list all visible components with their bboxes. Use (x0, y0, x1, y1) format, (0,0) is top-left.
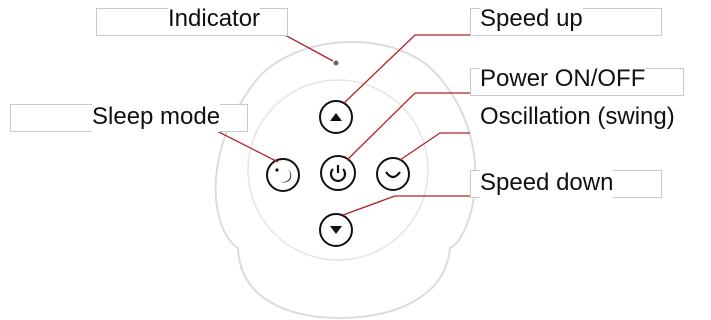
leader-line-sleep (148, 129, 279, 163)
sleep-mode-button[interactable] (266, 158, 300, 192)
sleep-mode-label: Sleep mode (92, 102, 221, 132)
power-button[interactable] (320, 155, 356, 191)
speed-up-button[interactable] (319, 100, 353, 134)
remote-body-outline (214, 41, 477, 320)
oscillation-button[interactable] (376, 157, 410, 191)
triangle-down-icon (330, 226, 342, 234)
indicator-light-icon (333, 60, 339, 66)
indicator-label: Indicator (168, 4, 261, 34)
speed-up-label: Speed up (480, 4, 583, 34)
leader-line-oscillation (399, 132, 470, 161)
triangle-up-icon (330, 113, 342, 121)
speed-down-label: Speed down (480, 168, 614, 198)
oscillation-label: Oscillation (swing) (480, 102, 675, 132)
leader-line-power (346, 92, 470, 161)
remote-inner-ring (247, 79, 429, 261)
moon-star-icon (275, 168, 292, 183)
leader-line-speed-down (342, 195, 470, 216)
swing-icon (385, 171, 401, 179)
power-icon (329, 165, 347, 182)
speed-down-button[interactable] (319, 213, 353, 247)
leader-line-speed-up (343, 34, 470, 104)
leader-line-indicator (148, 34, 334, 62)
power-label: Power ON/OFF (480, 64, 646, 94)
